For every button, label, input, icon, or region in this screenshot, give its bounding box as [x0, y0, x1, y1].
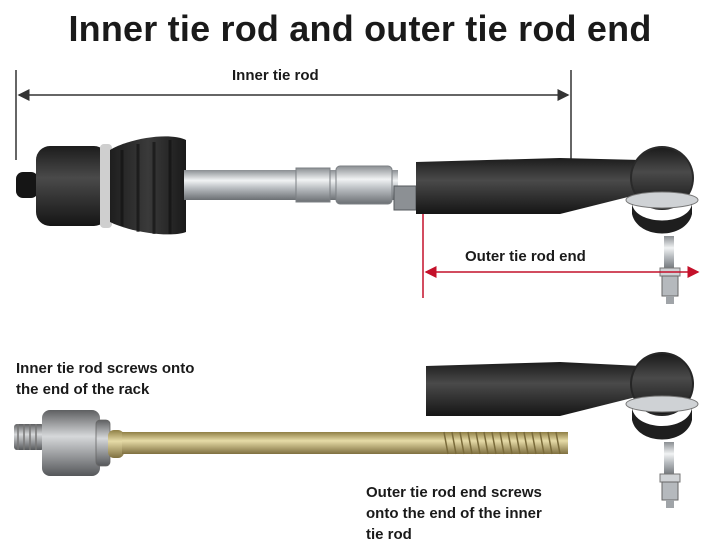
- inner-note-line-2: the end of the rack: [16, 381, 150, 398]
- outer-note-line-3: tie rod: [366, 526, 412, 543]
- inner-note-line-1: Inner tie rod screws onto: [16, 360, 195, 377]
- outer-tie-rod-end-part: [426, 352, 699, 508]
- outer-tie-rod-end-label: Outer tie rod end: [462, 246, 589, 267]
- inner-tie-rod-label: Inner tie rod: [232, 67, 319, 84]
- inner-tie-rod-part: [14, 410, 568, 476]
- page-title: Inner tie rod and outer tie rod end: [68, 8, 652, 49]
- outer-note-line-1: Outer tie rod end screws: [366, 484, 542, 501]
- inner-tie-rod-assembled: [16, 136, 699, 304]
- outer-note-line-2: onto the end of the inner: [366, 505, 542, 522]
- outer-dimension-line: [422, 214, 700, 298]
- inner-tie-rod-note: Inner tie rod screws onto the end of the…: [16, 358, 256, 400]
- inner-dimension-line: [15, 70, 572, 160]
- outer-tie-rod-end-note: Outer tie rod end screws onto the end of…: [366, 482, 606, 545]
